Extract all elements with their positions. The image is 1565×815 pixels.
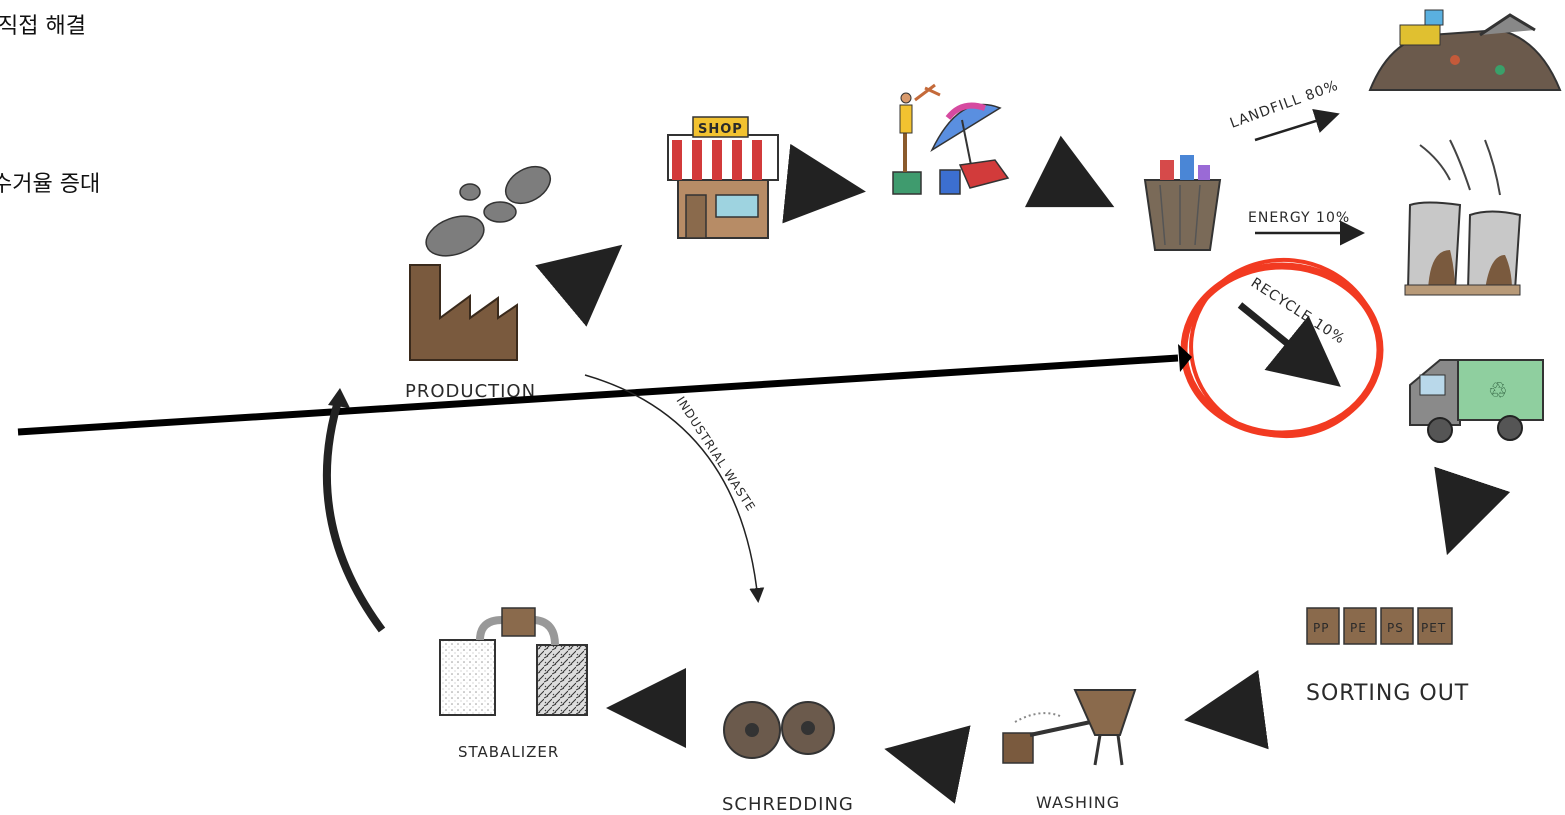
stabalizer-icon <box>440 608 587 715</box>
schredding-label: SCHREDDING <box>722 794 854 815</box>
recycling-truck-icon: ♲ <box>1410 360 1543 442</box>
landfill-label: LANDFILL 80% <box>1228 78 1341 132</box>
arrow-to-products <box>820 187 850 190</box>
landfill-icon <box>1370 10 1560 90</box>
washing-machine-icon <box>1003 690 1135 765</box>
trash-bin-icon <box>1145 155 1220 250</box>
bin-pet-label: PET <box>1421 621 1446 635</box>
industrial-waste-label: INDUSTRIAL WASTE <box>673 394 758 514</box>
energy-label: ENERGY 10% <box>1248 210 1350 226</box>
shop-sign-label: SHOP <box>698 122 743 137</box>
bin-pe-label: PE <box>1350 621 1367 635</box>
bin-ps-label: PS <box>1387 621 1404 635</box>
arrow-return-head <box>328 388 350 408</box>
products-icon <box>893 85 1008 194</box>
pointer-arrow-line <box>18 358 1178 432</box>
arrow-to-shredding <box>900 752 940 760</box>
highlight-circle <box>1182 251 1387 446</box>
factory-icon <box>410 159 557 360</box>
washing-label: WASHING <box>1036 793 1120 812</box>
svg-text:♲: ♲ <box>1488 379 1508 404</box>
shredder-gears-icon <box>724 702 834 758</box>
arrow-to-shop <box>580 255 610 280</box>
sorting-out-label: SORTING OUT <box>1306 681 1469 706</box>
arrow-to-washing <box>1200 713 1238 718</box>
arrow-return-production <box>327 395 382 630</box>
arrow-to-bin <box>1070 185 1100 200</box>
power-plant-icon <box>1405 140 1520 295</box>
arrow-to-sorting <box>1452 510 1462 540</box>
bin-pp-label: PP <box>1313 621 1329 635</box>
stabalizer-label: STABALIZER <box>458 743 559 761</box>
smoke-cloud-icon <box>421 159 557 263</box>
recycle-label: RECYCLE 10% <box>1248 275 1348 348</box>
